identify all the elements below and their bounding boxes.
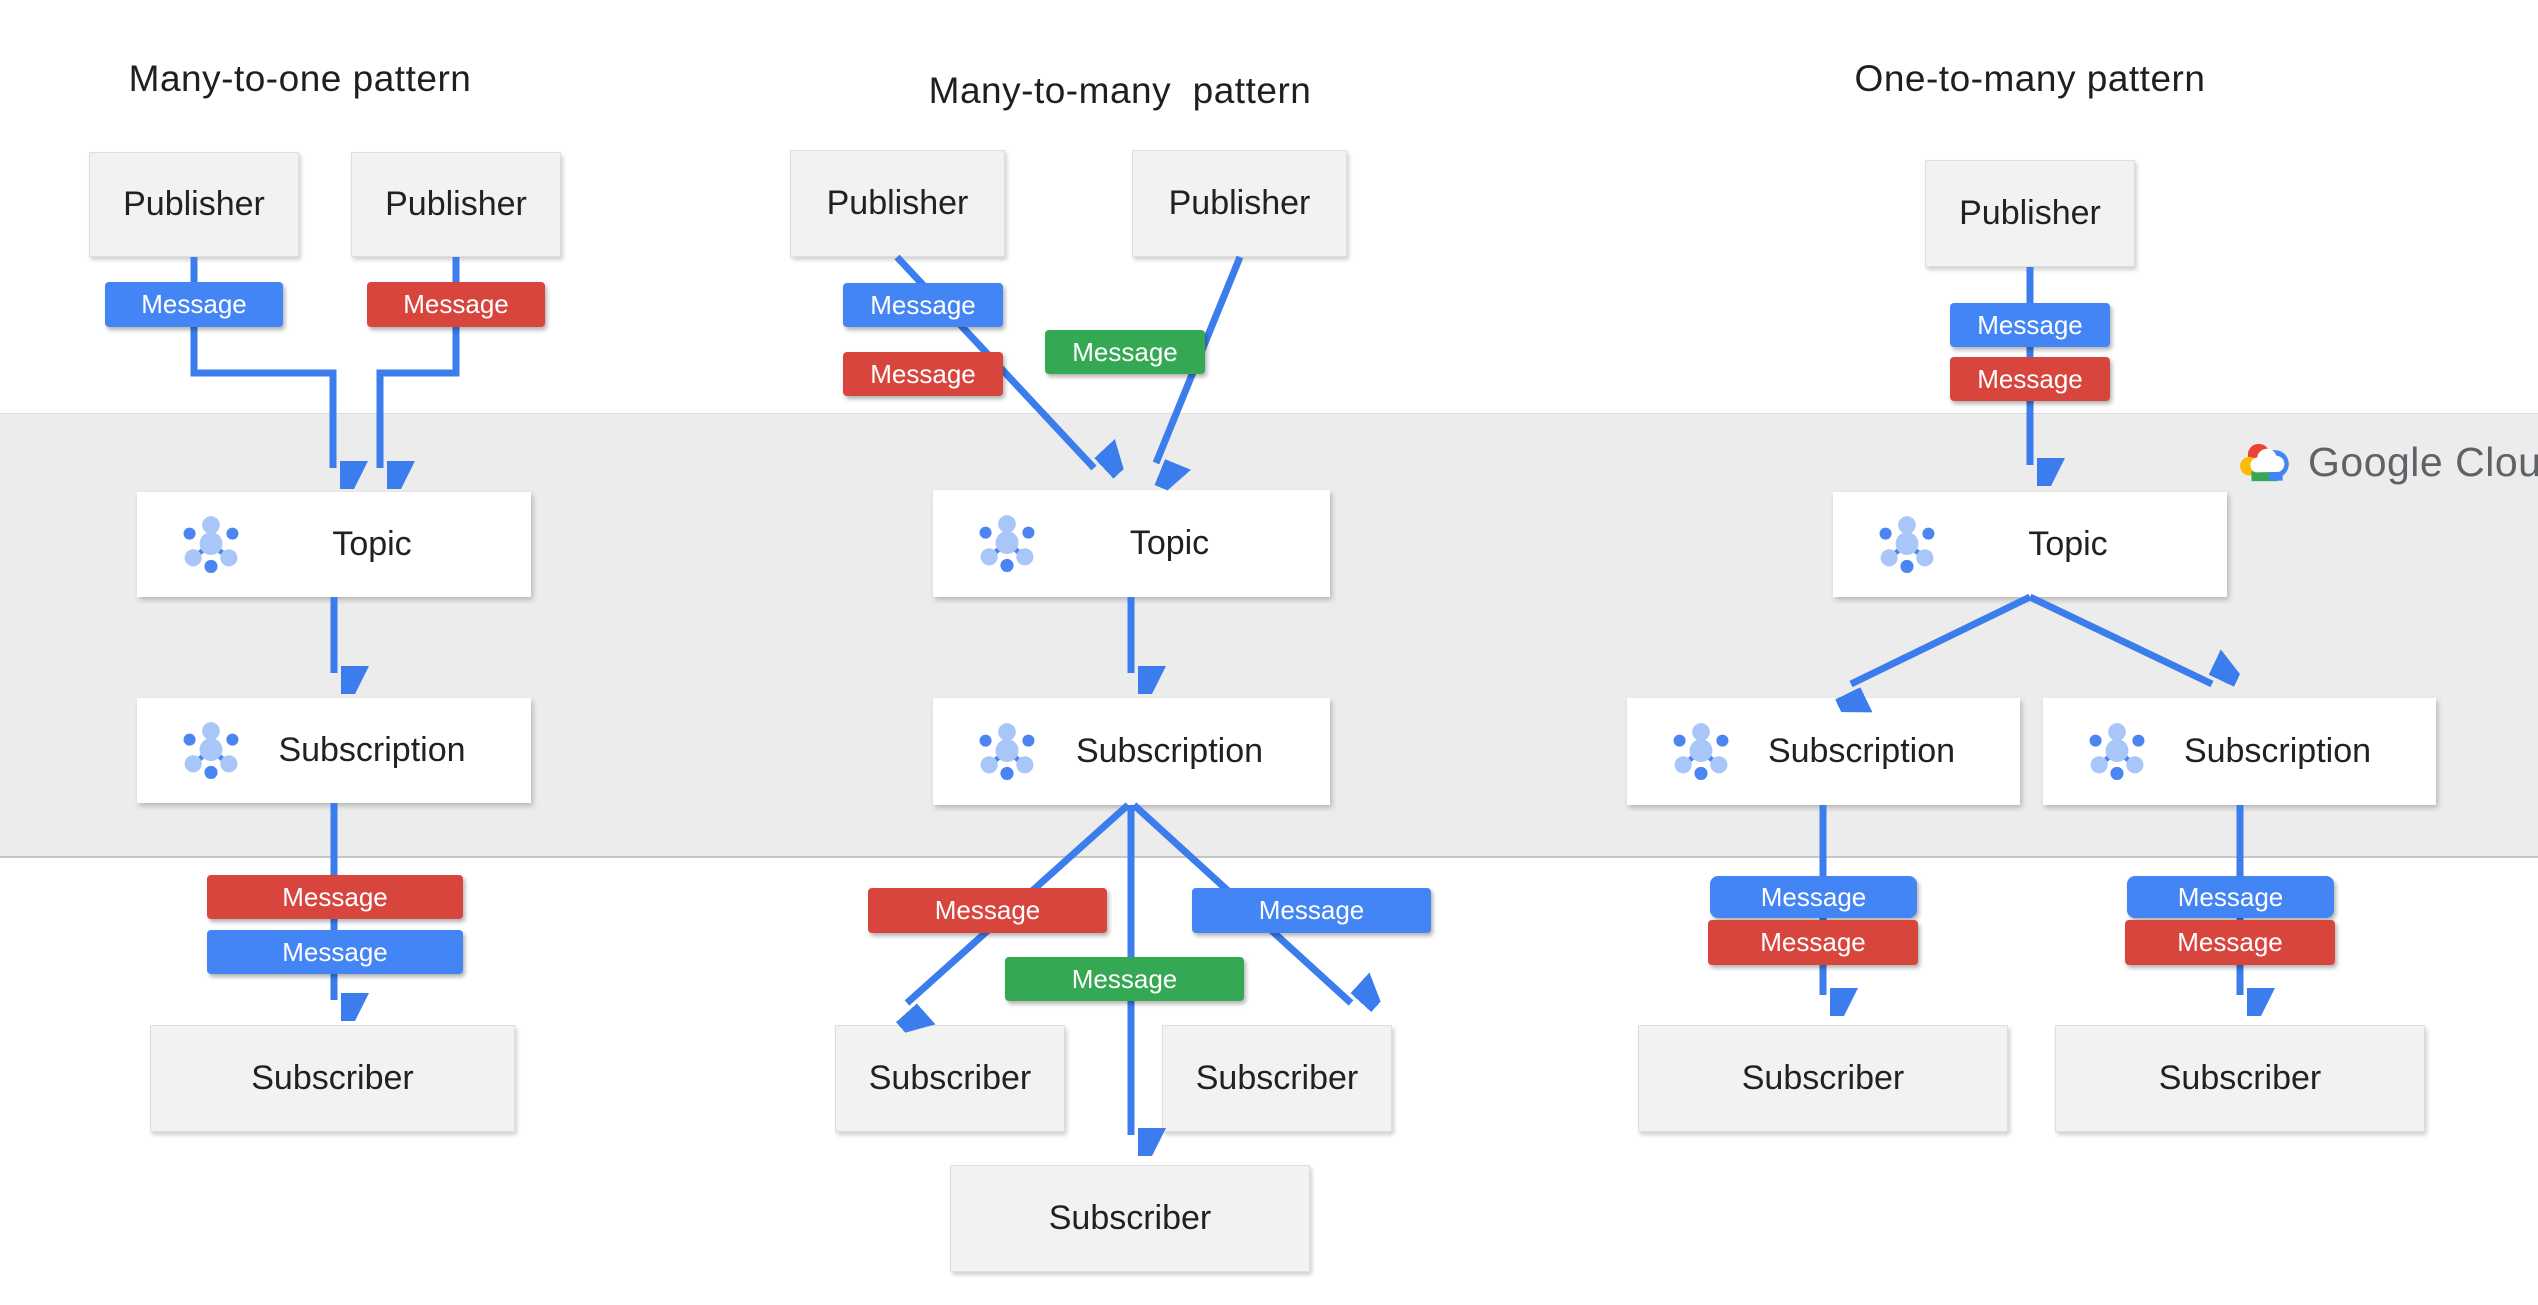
publisher-label: Publisher [123, 185, 265, 223]
message-chip-red: Message [207, 875, 463, 919]
subscriber-box: Subscriber [950, 1165, 1310, 1272]
publisher-box: Publisher [351, 152, 561, 257]
pubsub-topic-icon [1879, 515, 1935, 573]
subscription-label: Subscription [278, 731, 466, 769]
subscriber-label: Subscriber [1741, 1059, 1905, 1097]
pubsub-subscription-icon [979, 722, 1035, 780]
subscriber-label: Subscriber [251, 1059, 414, 1097]
message-chip-red: Message [868, 888, 1107, 933]
message-chip-red: Message [2125, 920, 2335, 965]
message-chip-blue: Message [105, 282, 283, 327]
subscription-box: Subscription [1627, 698, 2020, 805]
pattern-title-one-to-many: One-to-many pattern [1854, 58, 2206, 99]
subscription-box: Subscription [933, 698, 1330, 805]
message-chip-blue: Message [1950, 303, 2110, 347]
message-chip-red: Message [1708, 920, 1918, 965]
subscription-label: Subscription [2183, 732, 2372, 770]
subscriber-label: Subscriber [2158, 1059, 2322, 1097]
message-chip-blue: Message [843, 283, 1003, 327]
message-chip-green: Message [1045, 330, 1205, 374]
subscription-label: Subscription [1767, 732, 1956, 770]
topic-box: Topic [1833, 492, 2227, 597]
google-cloud-logo: Google Cloud [2238, 438, 2538, 486]
subscriber-label: Subscriber [1048, 1199, 1212, 1237]
pattern-title-many-to-one: Many-to-one pattern [128, 58, 472, 99]
message-chip-blue: Message [207, 930, 463, 974]
message-chip-red: Message [843, 352, 1003, 396]
subscriber-box: Subscriber [1638, 1025, 2008, 1132]
topic-label: Topic [332, 525, 412, 563]
topic-label: Topic [2028, 525, 2108, 563]
subscription-label: Subscription [1075, 732, 1264, 770]
pubsub-subscription-icon [183, 721, 239, 779]
publisher-label: Publisher [385, 185, 527, 223]
message-chip-blue: Message [1710, 876, 1917, 918]
pubsub-topic-icon [979, 514, 1035, 572]
publisher-label: Publisher [826, 184, 969, 222]
subscriber-box: Subscriber [150, 1025, 515, 1132]
publisher-box: Publisher [1132, 150, 1347, 257]
topic-box: Topic [933, 490, 1330, 597]
publisher-box: Publisher [89, 152, 299, 257]
pubsub-subscription-icon [2089, 722, 2145, 780]
message-chip-blue: Message [1192, 888, 1431, 933]
topic-box: Topic [137, 492, 531, 597]
pubsub-topic-icon [183, 515, 239, 573]
publisher-label: Publisher [1959, 194, 2101, 232]
pattern-title-many-to-many: Many-to-many pattern [928, 70, 1312, 111]
google-cloud-logo-text: Google Cloud [2308, 438, 2538, 485]
pubsub-subscription-icon [1673, 722, 1729, 780]
message-chip-green: Message [1005, 957, 1244, 1001]
subscription-box: Subscription [137, 698, 531, 803]
subscriber-label: Subscriber [868, 1059, 1032, 1097]
publisher-label: Publisher [1168, 184, 1311, 222]
subscription-box: Subscription [2043, 698, 2436, 805]
message-chip-blue: Message [2127, 876, 2334, 918]
subscriber-box: Subscriber [1162, 1025, 1392, 1132]
message-chip-red: Message [367, 282, 545, 327]
subscriber-label: Subscriber [1195, 1059, 1359, 1097]
publisher-box: Publisher [790, 150, 1005, 257]
google-cloud-icon [2240, 443, 2289, 482]
topic-label: Topic [1129, 524, 1210, 562]
subscriber-box: Subscriber [835, 1025, 1065, 1132]
publisher-box: Publisher [1925, 160, 2135, 267]
message-chip-red: Message [1950, 357, 2110, 401]
subscriber-box: Subscriber [2055, 1025, 2425, 1132]
